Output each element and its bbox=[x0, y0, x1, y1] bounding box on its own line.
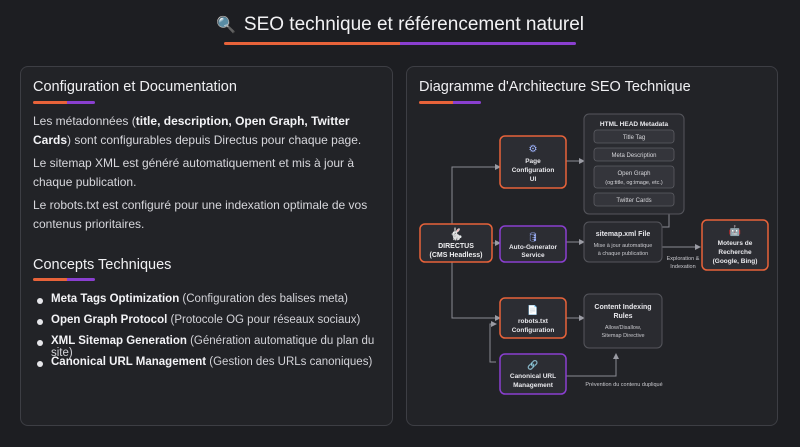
robots-l2: Configuration bbox=[512, 327, 555, 334]
open-graph-label: Open Graph bbox=[617, 171, 650, 177]
gear-icon: ⚙ bbox=[529, 144, 538, 155]
architecture-diagram: 🐇 DIRECTUS (CMS Headless) ⚙ Page Configu… bbox=[419, 113, 769, 395]
p1-text-a: Les métadonnées ( bbox=[33, 114, 136, 128]
html-head-title: HTML HEAD Metadata bbox=[600, 121, 669, 128]
open-graph-sub: (og:title, og:image, etc.) bbox=[605, 180, 663, 186]
concepts-heading: Concepts Techniques bbox=[33, 257, 172, 273]
concept-name: XML Sitemap Generation bbox=[51, 335, 187, 347]
bullet-dot bbox=[37, 361, 43, 367]
sitemap-paragraph: Le sitemap XML est généré automatiquemen… bbox=[33, 156, 355, 189]
edge-explore-l1: Exploration & bbox=[667, 256, 700, 262]
robot-icon: 🤖 bbox=[729, 224, 741, 237]
list-item: Meta Tags Optimization (Configuration de… bbox=[33, 293, 383, 314]
database-icon: 🛢 bbox=[527, 232, 538, 242]
canonical-node[interactable]: 🔗 Canonical URL Management bbox=[499, 353, 567, 395]
indexing-title-l1: Content Indexing bbox=[594, 304, 651, 311]
title-tag-chip bbox=[593, 129, 675, 144]
sitemap-title: sitemap.xml File bbox=[596, 231, 651, 238]
p1-text-b: ) sont configurables depuis Directus pou… bbox=[67, 133, 362, 147]
concepts-heading-underline bbox=[33, 278, 95, 281]
twitter-cards-label: Twitter Cards bbox=[616, 198, 651, 204]
diagram-heading-underline bbox=[419, 101, 481, 104]
directus-node[interactable]: 🐇 DIRECTUS (CMS Headless) bbox=[419, 223, 493, 263]
edge-canonical-robots bbox=[489, 321, 497, 363]
twitter-cards-chip bbox=[593, 192, 675, 207]
edge-directus-page bbox=[451, 164, 501, 224]
config-panel: Configuration et Documentation Les métad… bbox=[20, 66, 393, 426]
file-icon: 📄 bbox=[527, 304, 538, 315]
indexing-rules-node[interactable]: Content Indexing Rules Allow/Disallow, S… bbox=[583, 293, 663, 349]
concept-name: Canonical URL Management bbox=[51, 356, 207, 368]
search-engines-node[interactable]: 🤖 Moteurs de Recherche (Google, Bing) bbox=[701, 219, 769, 271]
edge-directus-robots bbox=[451, 262, 501, 321]
bullet-dot bbox=[37, 340, 43, 346]
page-title-text: SEO technique et référencement naturel bbox=[243, 14, 584, 35]
meta-desc-chip bbox=[593, 147, 675, 162]
engines-l2: Recherche bbox=[718, 249, 752, 256]
page-config-l1: Page bbox=[525, 158, 541, 165]
list-item: XML Sitemap Generation (Génération autom… bbox=[33, 335, 383, 359]
link-icon: 🔗 bbox=[527, 359, 538, 371]
page-title: 🔍 SEO technique et référencement naturel bbox=[216, 14, 584, 36]
indexing-title-l2: Rules bbox=[613, 313, 632, 320]
engines-l3: (Google, Bing) bbox=[713, 258, 758, 265]
canonical-l1: Canonical URL bbox=[510, 373, 556, 380]
list-item: Open Graph Protocol (Protocole OG pour r… bbox=[33, 314, 383, 335]
diagram-heading: Diagramme d'Architecture SEO Technique bbox=[419, 79, 691, 95]
diagram-panel: Diagramme d'Architecture SEO Technique 🐇… bbox=[406, 66, 778, 426]
edge-dup-label: Prévention du contenu dupliqué bbox=[585, 382, 662, 388]
metadata-paragraph: Les métadonnées (title, description, Ope… bbox=[33, 112, 373, 150]
concept-name: Meta Tags Optimization bbox=[51, 293, 180, 305]
bullet-dot bbox=[37, 319, 43, 325]
concepts-list: Meta Tags Optimization (Configuration de… bbox=[33, 293, 383, 377]
canonical-l2: Management bbox=[513, 382, 554, 389]
sitemap-node[interactable]: sitemap.xml File Mise à jour automatique… bbox=[583, 221, 663, 263]
concept-desc: (Configuration des balises meta) bbox=[179, 293, 348, 305]
directus-sub: (CMS Headless) bbox=[430, 252, 483, 259]
html-head-node[interactable]: HTML HEAD Metadata Title Tag Meta Descri… bbox=[583, 113, 685, 215]
engines-l1: Moteurs de bbox=[718, 240, 753, 247]
concept-desc: (Protocole OG pour réseaux sociaux) bbox=[167, 314, 361, 326]
p1-bold: title, description, Open Graph, Twitter … bbox=[33, 114, 350, 147]
page-config-node[interactable]: ⚙ Page Configuration UI bbox=[499, 135, 567, 189]
edge-canonical-indexing bbox=[566, 353, 619, 377]
config-heading-underline bbox=[33, 101, 95, 104]
robots-l1: robots.txt bbox=[518, 318, 549, 325]
sitemap-sub-l2: à chaque publication bbox=[598, 251, 648, 257]
autogen-node[interactable]: 🛢 Auto-Generator Service bbox=[499, 225, 567, 263]
page-config-l3: UI bbox=[530, 176, 537, 183]
indexing-sub-l2: Sitemap Directive bbox=[601, 333, 644, 339]
list-item: Canonical URL Management (Gestion des UR… bbox=[33, 356, 383, 377]
indexing-sub-l1: Allow/Disallow, bbox=[605, 325, 642, 331]
robots-config-node[interactable]: 📄 robots.txt Configuration bbox=[499, 297, 567, 339]
bullet-dot bbox=[37, 298, 43, 304]
config-heading: Configuration et Documentation bbox=[33, 79, 237, 95]
directus-label: DIRECTUS bbox=[438, 243, 474, 250]
open-graph-chip bbox=[593, 165, 675, 189]
magnifier-icon: 🔍 bbox=[215, 17, 236, 34]
concept-desc: (Génération automatique du plan du site) bbox=[51, 335, 375, 359]
page-config-l2: Configuration bbox=[512, 167, 555, 174]
title-underline bbox=[224, 42, 576, 45]
concept-desc: (Gestion des URLs canoniques) bbox=[206, 356, 373, 368]
rabbit-icon: 🐇 bbox=[449, 227, 464, 241]
meta-desc-label: Meta Description bbox=[611, 153, 656, 159]
autogen-l1: Auto-Generator bbox=[509, 244, 558, 251]
edge-explore-l2: Indexation bbox=[670, 264, 695, 270]
title-tag-label: Title Tag bbox=[623, 135, 645, 141]
concept-name: Open Graph Protocol bbox=[51, 314, 168, 326]
header: 🔍 SEO technique et référencement naturel bbox=[0, 14, 800, 36]
autogen-l2: Service bbox=[521, 252, 545, 259]
sitemap-sub-l1: Mise à jour automatique bbox=[594, 243, 653, 249]
robots-paragraph: Le robots.txt est configuré pour une ind… bbox=[33, 198, 368, 231]
